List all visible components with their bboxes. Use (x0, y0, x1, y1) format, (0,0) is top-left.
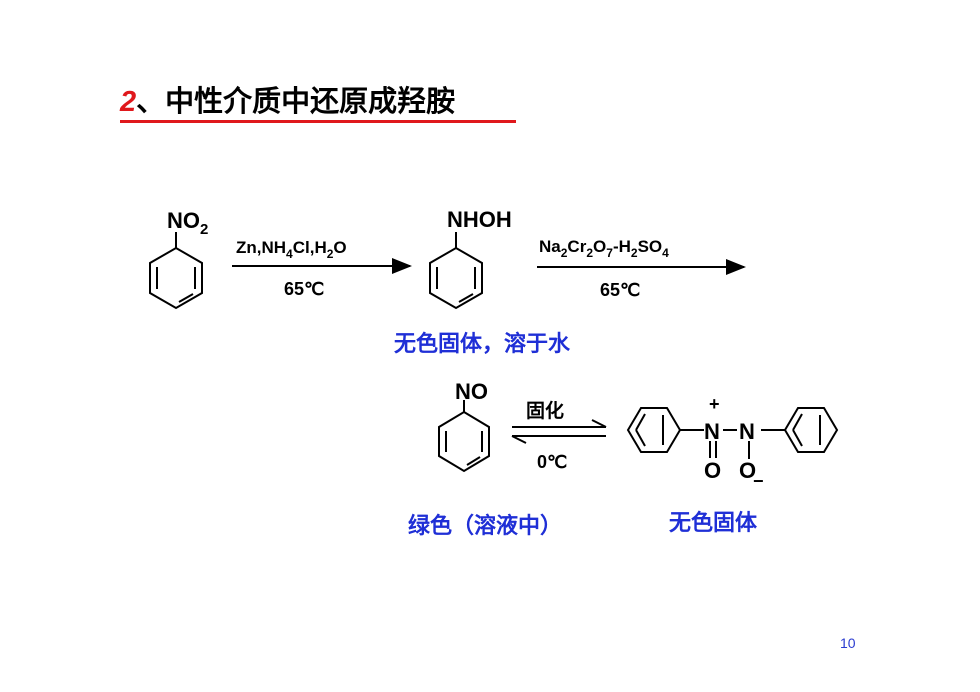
step2-reagent: Na2Cr2O7-H2SO4 (539, 237, 669, 260)
slide-title: 2、中性介质中还原成羟胺 (120, 78, 455, 120)
phenylhydroxylamine-structure (429, 232, 483, 310)
dimer-N1: N (704, 419, 720, 444)
dimer-O2: O (739, 458, 756, 483)
nhoh-group-label: NHOH (447, 207, 512, 232)
nitroso-note: 绿色（溶液中） (408, 514, 563, 539)
title-number: 2 (120, 86, 137, 118)
step2-condition: 65℃ (600, 280, 640, 300)
step1-reagent: Zn,NH4Cl,H2O (236, 238, 347, 261)
step1-condition: 65℃ (284, 279, 324, 299)
page-number: 10 (840, 635, 856, 651)
nitroso-group-label: NO (455, 379, 488, 404)
equilibrium-arrows (511, 419, 607, 444)
equilibrium-forward-label: 固化 (526, 399, 564, 422)
nitrosobenzene-structure (438, 400, 490, 473)
plus-charge: + (709, 394, 720, 414)
hydroxylamine-note: 无色固体，溶于水 (394, 332, 571, 357)
title-text: 、中性介质中还原成羟胺 (136, 84, 456, 118)
nitro-group-label: NO2 (167, 208, 208, 238)
dimer-note: 无色固体 (669, 511, 758, 536)
dimer-O1: O (704, 458, 721, 483)
nitrobenzene-structure (149, 232, 203, 310)
equilibrium-reverse-label: 0℃ (537, 452, 567, 472)
dimer-N2: N (739, 419, 755, 444)
title-underline (120, 120, 516, 123)
nitroso-dimer-structure (626, 407, 839, 459)
minus-charge: − (753, 471, 764, 491)
